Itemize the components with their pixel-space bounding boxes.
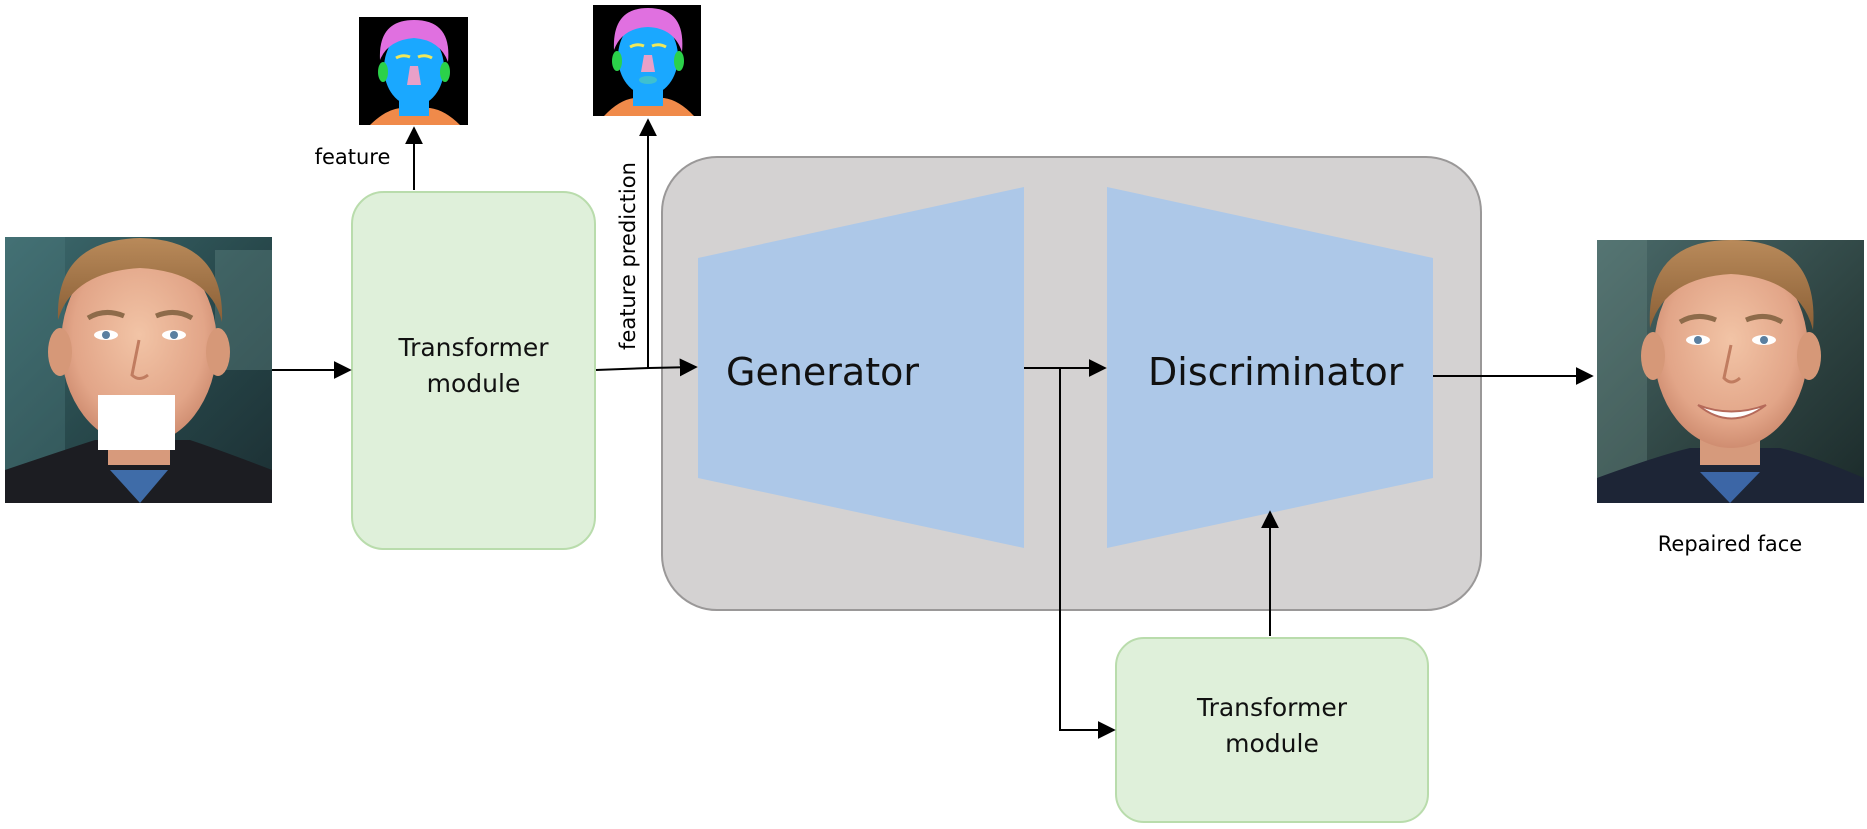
discriminator-block [1107,187,1433,548]
transformer-bottom-label: Transformer module [1116,690,1428,763]
feature-prediction-label: feature prediction [616,162,640,350]
generator-label: Generator [726,350,919,394]
transformer-module-top [351,191,596,550]
masked-face-photo-icon [5,237,272,503]
transformer-bottom-line1: Transformer [1196,693,1347,722]
face-parsing-map-icon [359,17,468,125]
repaired-face-photo-icon [1597,240,1864,503]
feature-label: feature [314,145,391,169]
face-parsing-prediction-map-icon [593,5,701,116]
transformer-top-line1: Transformer [398,333,549,362]
transformer-module-bottom [1115,637,1429,823]
transformer-top-label: Transformer module [352,330,595,403]
repaired-face-label: Repaired face [1657,532,1803,556]
transformer-bottom-line2: module [1225,729,1319,759]
generator-block [698,187,1024,548]
arrow-generator-to-bottom-transformer [1059,368,1116,739]
transformer-top-line2: module [426,369,521,399]
discriminator-label: Discriminator [1148,350,1404,394]
